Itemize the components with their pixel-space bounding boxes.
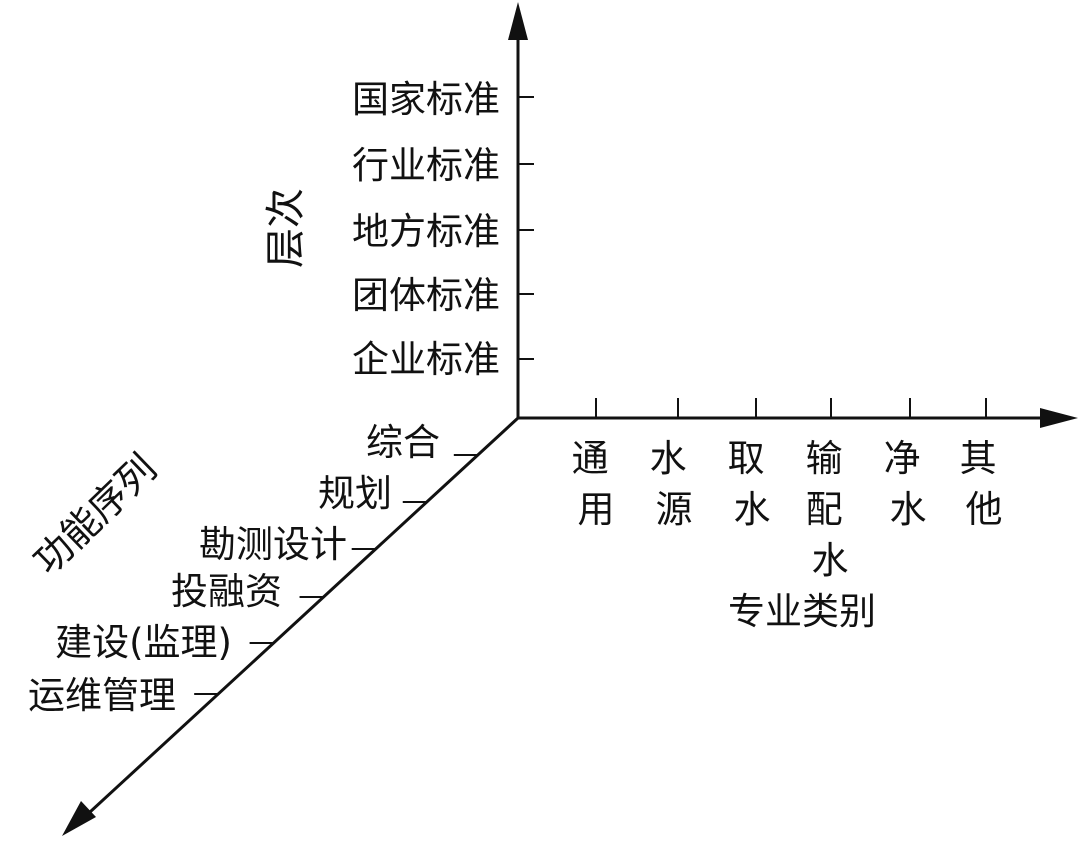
diagonal-axis-title: 功能序列: [25, 446, 165, 583]
diagonal-axis-arrowhead: [62, 801, 96, 836]
category-label-distribution: 输 配 水: [806, 437, 855, 582]
category-label-purification: 净 水: [884, 437, 933, 531]
stage-label-planning: 规划: [318, 472, 392, 515]
level-label-local: 地方标准: [352, 210, 500, 253]
category-label-intake: 取 水: [728, 437, 777, 531]
category-label-water-source: 水 源: [650, 437, 699, 531]
stage-label-operation-maintenance: 运维管理: [28, 674, 176, 717]
stage-label-investment-financing: 投融资: [171, 570, 282, 613]
stage-label-construction-supervision: 建设(监理): [55, 621, 232, 664]
stage-label-comprehensive: 综合: [366, 421, 440, 464]
level-label-national: 国家标准: [352, 78, 500, 121]
level-label-group: 团体标准: [352, 274, 500, 317]
vertical-axis-arrowhead: [508, 2, 528, 40]
horizontal-axis-title: 专业类别: [728, 590, 876, 633]
level-label-industry: 行业标准: [352, 144, 500, 187]
category-label-general: 通 用: [572, 437, 621, 531]
horizontal-axis-arrowhead: [1040, 408, 1078, 428]
stage-label-survey-design: 勘测设计: [199, 523, 347, 566]
diagonal-axis-line: [88, 416, 520, 814]
level-label-enterprise: 企业标准: [352, 338, 500, 381]
category-label-other: 其 他: [960, 437, 1009, 531]
vertical-axis-title: 层次: [263, 188, 309, 268]
